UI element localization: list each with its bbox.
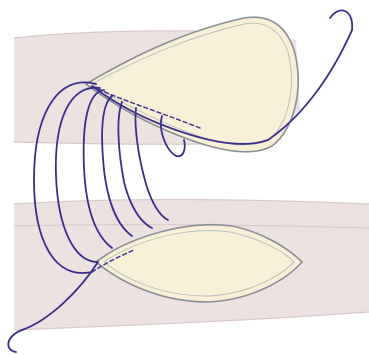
suture-needle-lower (8, 330, 22, 352)
suture-needle-upper (330, 10, 352, 30)
